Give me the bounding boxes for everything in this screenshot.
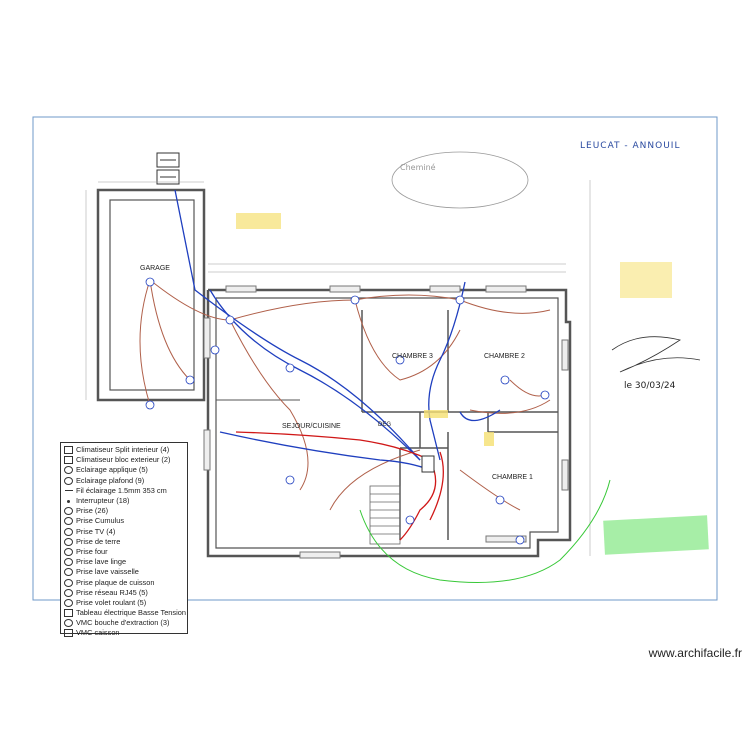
legend-item: Interrupteur (18) xyxy=(64,496,185,506)
legend-label: VMC bouche d'extraction (3) xyxy=(76,618,170,628)
walls xyxy=(96,188,572,558)
legend-label: Prise four xyxy=(76,546,108,556)
tableau-electrique-icon xyxy=(64,609,73,618)
legend-label: Interrupteur (18) xyxy=(76,496,130,506)
room-deg: DEG xyxy=(378,422,391,428)
prise-plaque-icon xyxy=(64,578,73,587)
legend-label: Prise (26) xyxy=(76,506,109,516)
dimension-lines xyxy=(85,180,591,556)
cable-brown xyxy=(139,279,551,511)
prise-terre-icon xyxy=(64,537,73,546)
prise-lave-linge-icon xyxy=(64,558,73,567)
legend-item: VMC bouche d'extraction (3) xyxy=(64,618,185,628)
legend: Climatiseur Split interieur (4)Climatise… xyxy=(60,442,188,638)
legend-item: Prise Cumulus xyxy=(64,516,185,526)
legend-label: Fil éclairage 1.5mm 353 cm xyxy=(76,485,167,495)
windows xyxy=(203,285,569,559)
legend-label: Prise lave linge xyxy=(76,557,127,567)
legend-item: Prise réseau RJ45 (5) xyxy=(64,588,185,598)
prise-four-icon xyxy=(64,547,73,556)
room-garage: GARAGE xyxy=(140,265,170,272)
legend-item: Prise lave linge xyxy=(64,557,185,567)
tableau-electrique xyxy=(421,455,435,473)
legend-item: Fil éclairage 1.5mm 353 cm xyxy=(64,486,185,496)
legend-item: Prise (26) xyxy=(64,506,185,516)
legend-item: VMC caisson xyxy=(64,628,185,638)
room-sejour: SEJOUR/CUISINE xyxy=(282,423,341,430)
legend-label: Climatiseur Split interieur (4) xyxy=(76,445,170,455)
handwritten-date: le 30/03/24 xyxy=(624,381,676,391)
legend-item: Prise four xyxy=(64,547,185,557)
climatiseur-split-icon xyxy=(64,446,73,455)
legend-label: Prise volet roulant (5) xyxy=(76,597,147,607)
climatiseur-bloc-exterieur xyxy=(156,152,180,185)
handwritten-oval xyxy=(391,151,529,209)
legend-label: Prise plaque de cuisson xyxy=(76,577,155,587)
room-chambre3: CHAMBRE 3 xyxy=(392,353,433,360)
legend-item: Prise lave vaisselle xyxy=(64,567,185,577)
prise-lave-vaisselle-icon xyxy=(64,568,73,577)
signature xyxy=(611,336,701,373)
page-frame xyxy=(32,116,718,601)
legend-item: Climatiseur Split interieur (4) xyxy=(64,445,185,455)
room-chambre2: CHAMBRE 2 xyxy=(484,353,525,360)
legend-label: Prise lave vaisselle xyxy=(76,567,139,577)
room-chambre1: CHAMBRE 1 xyxy=(492,474,533,481)
vmc-caisson-icon xyxy=(64,629,73,638)
prise-tv-icon xyxy=(64,527,73,536)
prise-icon xyxy=(64,507,73,516)
vmc-note: Cheminé xyxy=(400,162,436,172)
legend-item: Prise volet roulant (5) xyxy=(64,598,185,608)
legend-label: Prise TV (4) xyxy=(76,526,116,536)
cable-green xyxy=(359,479,611,583)
vmc-bouche-icon xyxy=(64,619,73,628)
legend-label: Prise Cumulus xyxy=(76,516,125,526)
climatiseur-bloc-icon xyxy=(64,456,73,465)
eclairage-applique-icon xyxy=(64,466,73,475)
fil-eclairage-icon xyxy=(64,486,73,495)
legend-label: Eclairage plafond (9) xyxy=(76,475,145,485)
staircase xyxy=(369,485,401,545)
legend-item: Prise de terre xyxy=(64,537,185,547)
legend-item: Eclairage plafond (9) xyxy=(64,476,185,486)
legend-label: Climatiseur bloc exterieur (2) xyxy=(76,455,171,465)
prise-cumulus-icon xyxy=(64,517,73,526)
prise-reseau-icon xyxy=(64,588,73,597)
interrupteur-icon xyxy=(64,497,73,506)
watermark: www.archifacile.fr xyxy=(648,646,742,660)
device-symbols xyxy=(145,277,550,545)
legend-label: Tableau électrique Basse Tension xyxy=(76,608,186,618)
legend-item: Climatiseur bloc exterieur (2) xyxy=(64,455,185,465)
eclairage-plafond-icon xyxy=(64,476,73,485)
legend-label: Prise de terre xyxy=(76,536,121,546)
legend-label: VMC caisson xyxy=(76,628,120,638)
legend-item: Prise TV (4) xyxy=(64,527,185,537)
legend-item: Prise plaque de cuisson xyxy=(64,577,185,587)
legend-label: Prise réseau RJ45 (5) xyxy=(76,587,148,597)
legend-item: Eclairage applique (5) xyxy=(64,465,185,475)
legend-label: Eclairage applique (5) xyxy=(76,465,148,475)
project-title: LEUCAT - ANNOUIL xyxy=(580,141,680,151)
legend-item: Tableau électrique Basse Tension xyxy=(64,608,186,618)
cable-red xyxy=(235,431,444,541)
highlights xyxy=(236,213,709,555)
prise-volet-icon xyxy=(64,598,73,607)
